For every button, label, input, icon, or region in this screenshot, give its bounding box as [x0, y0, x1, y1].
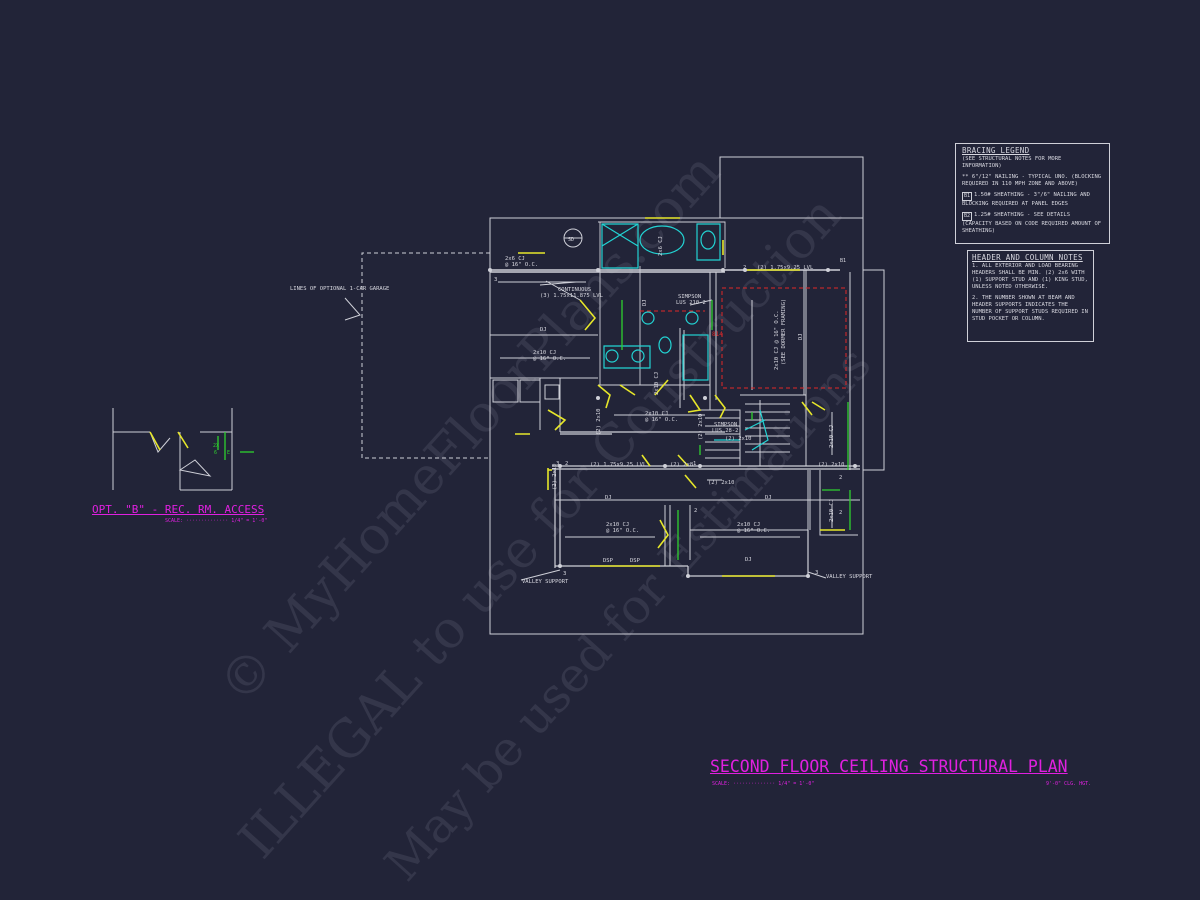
num-3a: 3 — [494, 277, 497, 283]
dsp-1: DSP — [603, 558, 614, 564]
cj-2x6-spacing: @ 16" O.C. — [505, 262, 538, 268]
vert-header-2x10-f: (2) 2x10 — [698, 414, 704, 441]
dj-label-2: DJ — [605, 495, 612, 501]
vert-dj-1: DJ — [642, 299, 648, 306]
vert-cj-right-1: 2x10 CJ — [829, 425, 835, 448]
main-title: SECOND FLOOR CEILING STRUCTURAL PLAN — [710, 757, 1068, 776]
dj-label-4: DJ — [745, 557, 752, 563]
bracing-legend: BRACING LEGEND (SEE STRUCTURAL NOTES FOR… — [955, 143, 1110, 244]
garage-label-line: LINES OF OPTIONAL 1-CAR GARAGE — [290, 286, 389, 292]
cj-2x10-spacing-2: @ 16" O.C. — [645, 417, 678, 423]
header-notes-title: HEADER AND COLUMN NOTES — [972, 253, 1083, 262]
door-swing — [149, 299, 826, 549]
vert-header-2x10-e: (2) 2x10 — [552, 464, 558, 491]
header-column-notes: HEADER AND COLUMN NOTES 1. ALL EXTERIOR … — [967, 250, 1094, 342]
num-2e: 2 — [694, 508, 697, 514]
lus-1: LUS 210-2 — [676, 300, 706, 306]
bracing-legend-note: (SEE STRUCTURAL NOTES FOR MORE INFORMATI… — [962, 156, 1062, 169]
b1-text: 1.50# SHEATHING - 3"/6" NAILING AND BLOC… — [962, 192, 1090, 207]
lvl-top-label: (2) 1.75x9.25 LVL — [757, 265, 814, 271]
detail-outline — [112, 408, 233, 491]
bracing-legend-line1: ** 6"/12" NAILING - TYPICAL UNO. (BLOCKI… — [962, 174, 1102, 187]
detail-dim-3: E — [227, 450, 230, 456]
lus-2: LUS 28-2 — [712, 428, 739, 434]
dj-label-3: DJ — [765, 495, 772, 501]
detail-dim-1: 2X — [213, 443, 219, 449]
cj-2x10-spacing-3: @ 16" O.C. — [606, 528, 639, 534]
cj-2x10-label-3: 2x10 CJ — [606, 522, 629, 528]
dj-label: DJ — [540, 327, 547, 333]
sd-tag: SD — [568, 237, 574, 243]
red-tag: 814 — [712, 331, 723, 338]
b1-tag: B1 — [840, 258, 846, 264]
vert-dormer-note: (SEE DORMER FRAMING) — [781, 299, 787, 365]
header-2x10-c: (2) 2x10 — [708, 480, 735, 486]
continuous-label: CONTINUOUS — [558, 287, 591, 293]
vert-cj-dormer: 2x10 CJ @ 16" O.C. — [774, 310, 780, 370]
num-2d: 2 — [839, 510, 842, 516]
main-scale: SCALE: ·············· 1/4" = 1'-0" — [712, 781, 815, 787]
num-3c: 3 — [563, 571, 566, 577]
num-1: 1 — [693, 461, 696, 467]
header-note-2: 2. THE NUMBER SHOWN AT BEAM AND HEADER S… — [972, 295, 1088, 322]
vert-header-2x10: (2) 2x10 — [596, 409, 602, 436]
lvl-mid-label: (2) 1.75x9.25 LVL — [590, 462, 647, 468]
detail-title: OPT. "B" - REC. RM. ACCESS — [92, 503, 265, 516]
detail-scale: SCALE: ·············· 1/4" = 1'-0" — [165, 518, 268, 524]
header-2x10-d: (2) 2x10 — [818, 462, 845, 468]
num-2c: 2 — [839, 475, 842, 481]
vert-cj-2: 2x10 CJ — [654, 372, 660, 395]
lvl-3-label: (3) 1.75x11.875 LVL — [540, 293, 604, 299]
cj-2x10-label-2: 2x10 CJ — [645, 411, 668, 417]
roof-outline — [719, 156, 885, 634]
optional-garage-outline — [361, 252, 490, 459]
cj-2x10-spacing: @ 16" O.C. — [533, 356, 566, 362]
header-2x10-b: (2) 2x10 — [725, 436, 752, 442]
num-3d: 3 — [815, 570, 818, 576]
bracing-legend-title: BRACING LEGEND — [962, 146, 1030, 155]
simpson-1: SIMPSON — [678, 294, 701, 300]
header-2x8: (2) 2x8 — [670, 462, 693, 468]
cj-2x10-spacing-4: @ 16" O.C. — [737, 528, 770, 534]
ceiling-height: 9'-0" CLG. HGT. — [1046, 781, 1092, 787]
exterior-outline — [489, 217, 864, 635]
windows — [515, 217, 845, 577]
cj-2x10-label-4: 2x10 CJ — [737, 522, 760, 528]
vert-cj-1: 2x6 CJ — [658, 236, 664, 256]
valley-support-2: VALLEY SUPPORT — [826, 574, 873, 580]
b2-text: 1.25# SHEATHING - SEE DETAILS (CAPACITY … — [962, 212, 1102, 234]
vert-cj-right-2: 2x10 CJ — [829, 499, 835, 522]
num-2a: 2 — [743, 265, 746, 271]
header-note-1: 1. ALL EXTERIOR AND LOAD BEARING HEADERS… — [972, 263, 1088, 290]
num-3b: 3 — [556, 461, 559, 467]
detail-dim-2: 6 — [214, 450, 217, 456]
b1-box: B1 — [962, 192, 973, 201]
cj-2x10-label: 2x10 CJ — [533, 350, 556, 356]
b2-box: B2 — [962, 212, 973, 221]
simpson-2: SIMPSON — [714, 422, 737, 428]
vert-dj-2: DJ — [798, 333, 804, 340]
dsp-2: DSP — [630, 558, 641, 564]
cj-2x6-label: 2x6 CJ — [505, 256, 525, 262]
valley-support-1: VALLEY SUPPORT — [522, 579, 569, 585]
num-2b: 2 — [565, 461, 568, 467]
